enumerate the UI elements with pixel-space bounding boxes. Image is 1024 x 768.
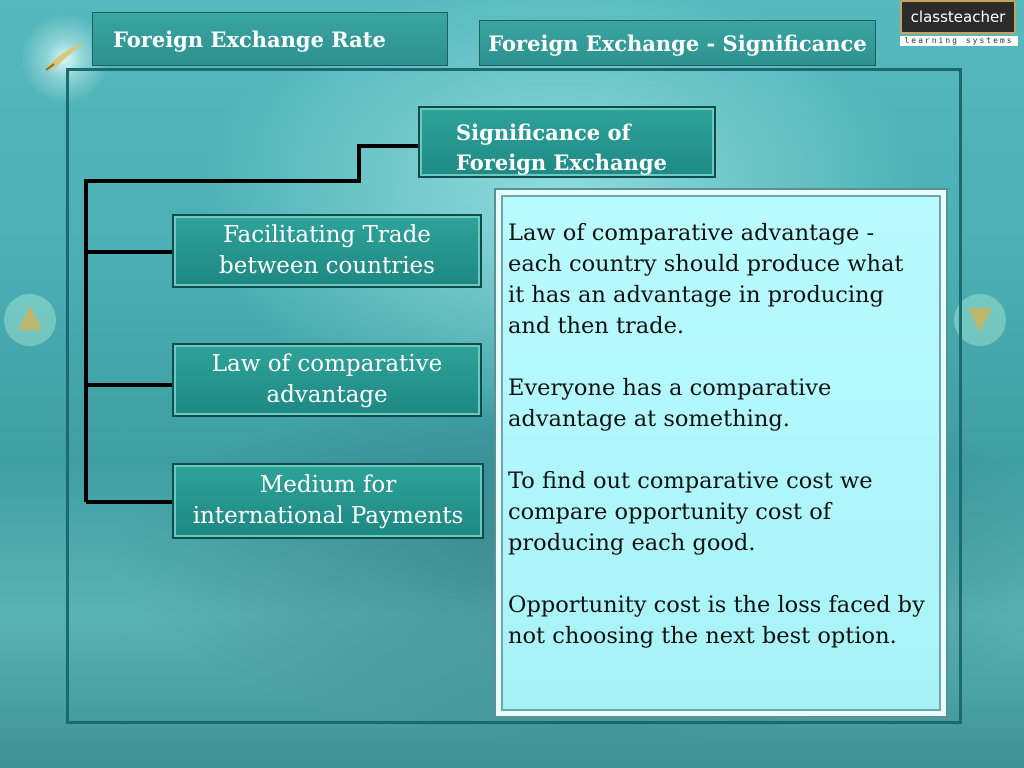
node-label: Law of comparative advantage xyxy=(211,351,443,408)
brand-logo: classteacher learning systems xyxy=(898,0,1022,46)
tab-label: Foreign Exchange Rate xyxy=(113,26,386,52)
node-comparative-advantage[interactable]: Law of comparative advantage xyxy=(172,343,482,417)
info-paragraph: Everyone has a comparative advantage at … xyxy=(508,375,832,432)
node-facilitating-trade[interactable]: Facilitating Trade between countries xyxy=(172,214,482,288)
brand-tagline: learning systems xyxy=(900,36,1018,46)
info-paragraph: To find out comparative cost we compare … xyxy=(508,468,873,556)
node-label: Medium for international Payments xyxy=(192,472,464,529)
left-glow-arrow-icon xyxy=(4,294,56,346)
info-panel: Law of comparative advantage - each coun… xyxy=(494,188,948,718)
node-international-payments[interactable]: Medium for international Payments xyxy=(172,463,484,539)
feather-pen-icon xyxy=(45,42,86,71)
content-frame xyxy=(66,68,962,724)
tab-foreign-exchange-significance[interactable]: Foreign Exchange - Significance xyxy=(479,20,876,66)
connector-heading xyxy=(84,144,418,502)
info-paragraph: Opportunity cost is the loss faced by no… xyxy=(508,592,925,649)
right-glow-arrow-icon xyxy=(954,294,1006,346)
diagram-heading: Significance of Foreign Exchange xyxy=(418,106,716,178)
info-paragraph: Law of comparative advantage - each coun… xyxy=(508,220,904,339)
tab-label: Foreign Exchange - Significance xyxy=(488,30,867,56)
brand-name: classteacher xyxy=(900,0,1016,34)
tab-foreign-exchange-rate[interactable]: Foreign Exchange Rate xyxy=(92,12,448,66)
diagram-heading-text: Significance of Foreign Exchange xyxy=(456,120,667,175)
node-label: Facilitating Trade between countries xyxy=(219,222,435,279)
